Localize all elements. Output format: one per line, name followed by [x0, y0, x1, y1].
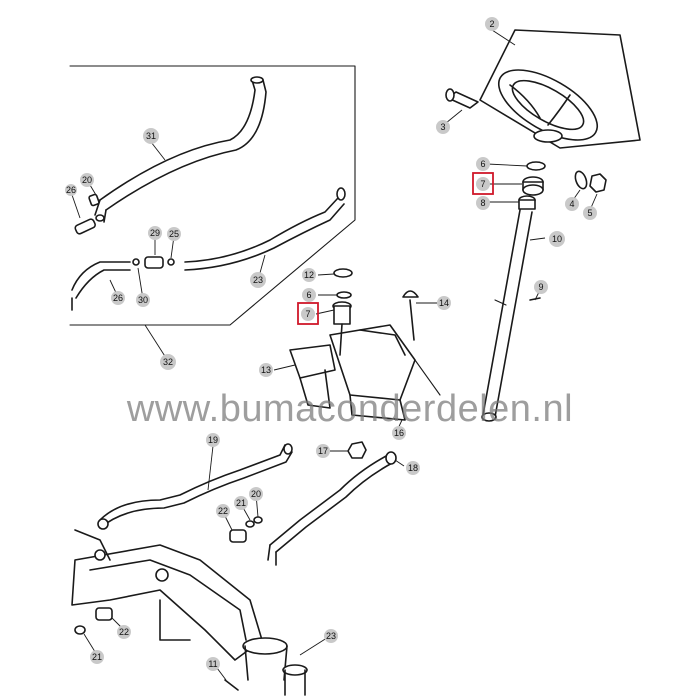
callout-19: 19	[206, 433, 220, 447]
svg-text:7: 7	[480, 179, 485, 189]
callout-7-upper: 7	[476, 177, 490, 191]
svg-text:23: 23	[326, 631, 336, 641]
svg-text:29: 29	[150, 228, 160, 238]
sector-gear-bracket-13	[289, 324, 441, 421]
svg-text:23: 23	[253, 275, 263, 285]
callout-11: 11	[206, 657, 220, 671]
callout-23: 23	[324, 629, 338, 643]
steering-column-10	[481, 209, 533, 422]
callout-22: 22	[216, 504, 230, 518]
drag-link-19	[97, 443, 293, 530]
svg-text:26: 26	[66, 185, 76, 195]
svg-text:10: 10	[552, 234, 562, 244]
callout-25: 23	[250, 272, 266, 288]
callout-8: 8	[476, 196, 490, 210]
svg-text:22: 22	[119, 627, 129, 637]
column-bushings	[518, 161, 546, 210]
svg-text:12: 12	[304, 270, 314, 280]
callout-12: 12	[302, 268, 316, 282]
highlight-box-7-lower	[297, 302, 319, 325]
callout-30: 30	[136, 293, 150, 307]
svg-text:2: 2	[489, 19, 494, 29]
lower-left-bushings	[74, 607, 113, 635]
svg-text:31: 31	[146, 131, 156, 141]
bolt-14	[402, 290, 419, 341]
callout-14: 14	[437, 296, 451, 310]
steering-wheel	[479, 29, 641, 149]
svg-text:32: 32	[163, 357, 173, 367]
svg-text:25: 25	[169, 229, 179, 239]
callout-16: 16	[392, 426, 406, 440]
callout-2: 2	[485, 17, 499, 31]
callout-28: 26	[111, 291, 125, 305]
callout-22-lower: 22	[117, 625, 131, 639]
svg-text:19: 19	[208, 435, 218, 445]
nut-17	[347, 441, 367, 459]
callout-6-upper: 6	[476, 157, 490, 171]
spindle-23	[242, 637, 308, 696]
callout-20: 20	[249, 487, 263, 501]
svg-text:22: 22	[218, 506, 228, 516]
inset-parts	[71, 76, 346, 311]
svg-text:6: 6	[306, 290, 311, 300]
callout-29: 29	[148, 226, 162, 240]
callout-21: 21	[234, 496, 248, 510]
inset-frame	[69, 65, 356, 326]
svg-text:8: 8	[480, 198, 485, 208]
callout-21-lower: 21	[90, 650, 104, 664]
callout-31: 31	[143, 128, 159, 144]
washer-nut-4-5	[574, 170, 607, 193]
tie-rod-18	[267, 451, 397, 566]
svg-text:18: 18	[408, 463, 418, 473]
callout-9: 9	[534, 280, 548, 294]
highlight-boxes	[297, 172, 494, 325]
svg-text:4: 4	[569, 199, 574, 209]
highlight-box-7-upper	[472, 172, 494, 195]
svg-text:26: 26	[113, 293, 123, 303]
callout-5: 5	[583, 206, 597, 220]
svg-text:13: 13	[261, 365, 271, 375]
svg-text:20: 20	[251, 489, 261, 499]
svg-text:9: 9	[538, 282, 543, 292]
svg-text:7: 7	[305, 309, 310, 319]
callout-32: 32	[160, 354, 176, 370]
svg-text:20: 20	[82, 175, 92, 185]
callout-13: 13	[259, 363, 273, 377]
callout-7-lower: 7	[301, 307, 315, 321]
callouts: 2 3 6 7 8 4 5 10 9 31 20 26 29 25 23 26 …	[65, 17, 597, 671]
svg-text:30: 30	[138, 295, 148, 305]
callout-17: 17	[316, 444, 330, 458]
svg-text:16: 16	[394, 428, 404, 438]
spinner-knob-3	[445, 88, 479, 109]
callout-18: 18	[406, 461, 420, 475]
callout-3: 3	[436, 120, 450, 134]
svg-text:6: 6	[480, 159, 485, 169]
gear-shaft-bushings	[332, 268, 353, 356]
bolt-11	[224, 679, 239, 691]
svg-text:14: 14	[439, 298, 449, 308]
callout-6-lower: 6	[302, 288, 316, 302]
callout-26: 25	[167, 227, 181, 241]
callout-10: 10	[549, 231, 565, 247]
callout-4: 4	[565, 197, 579, 211]
svg-text:17: 17	[318, 446, 328, 456]
svg-text:21: 21	[236, 498, 246, 508]
front-axle	[71, 529, 263, 661]
callout-26-inset-left: 26	[65, 184, 77, 196]
spindle-bushings-mid	[229, 516, 263, 543]
callout-20-inset: 20	[80, 173, 94, 187]
svg-text:5: 5	[587, 208, 592, 218]
svg-text:21: 21	[92, 652, 102, 662]
svg-text:3: 3	[440, 122, 445, 132]
svg-text:11: 11	[208, 659, 217, 669]
